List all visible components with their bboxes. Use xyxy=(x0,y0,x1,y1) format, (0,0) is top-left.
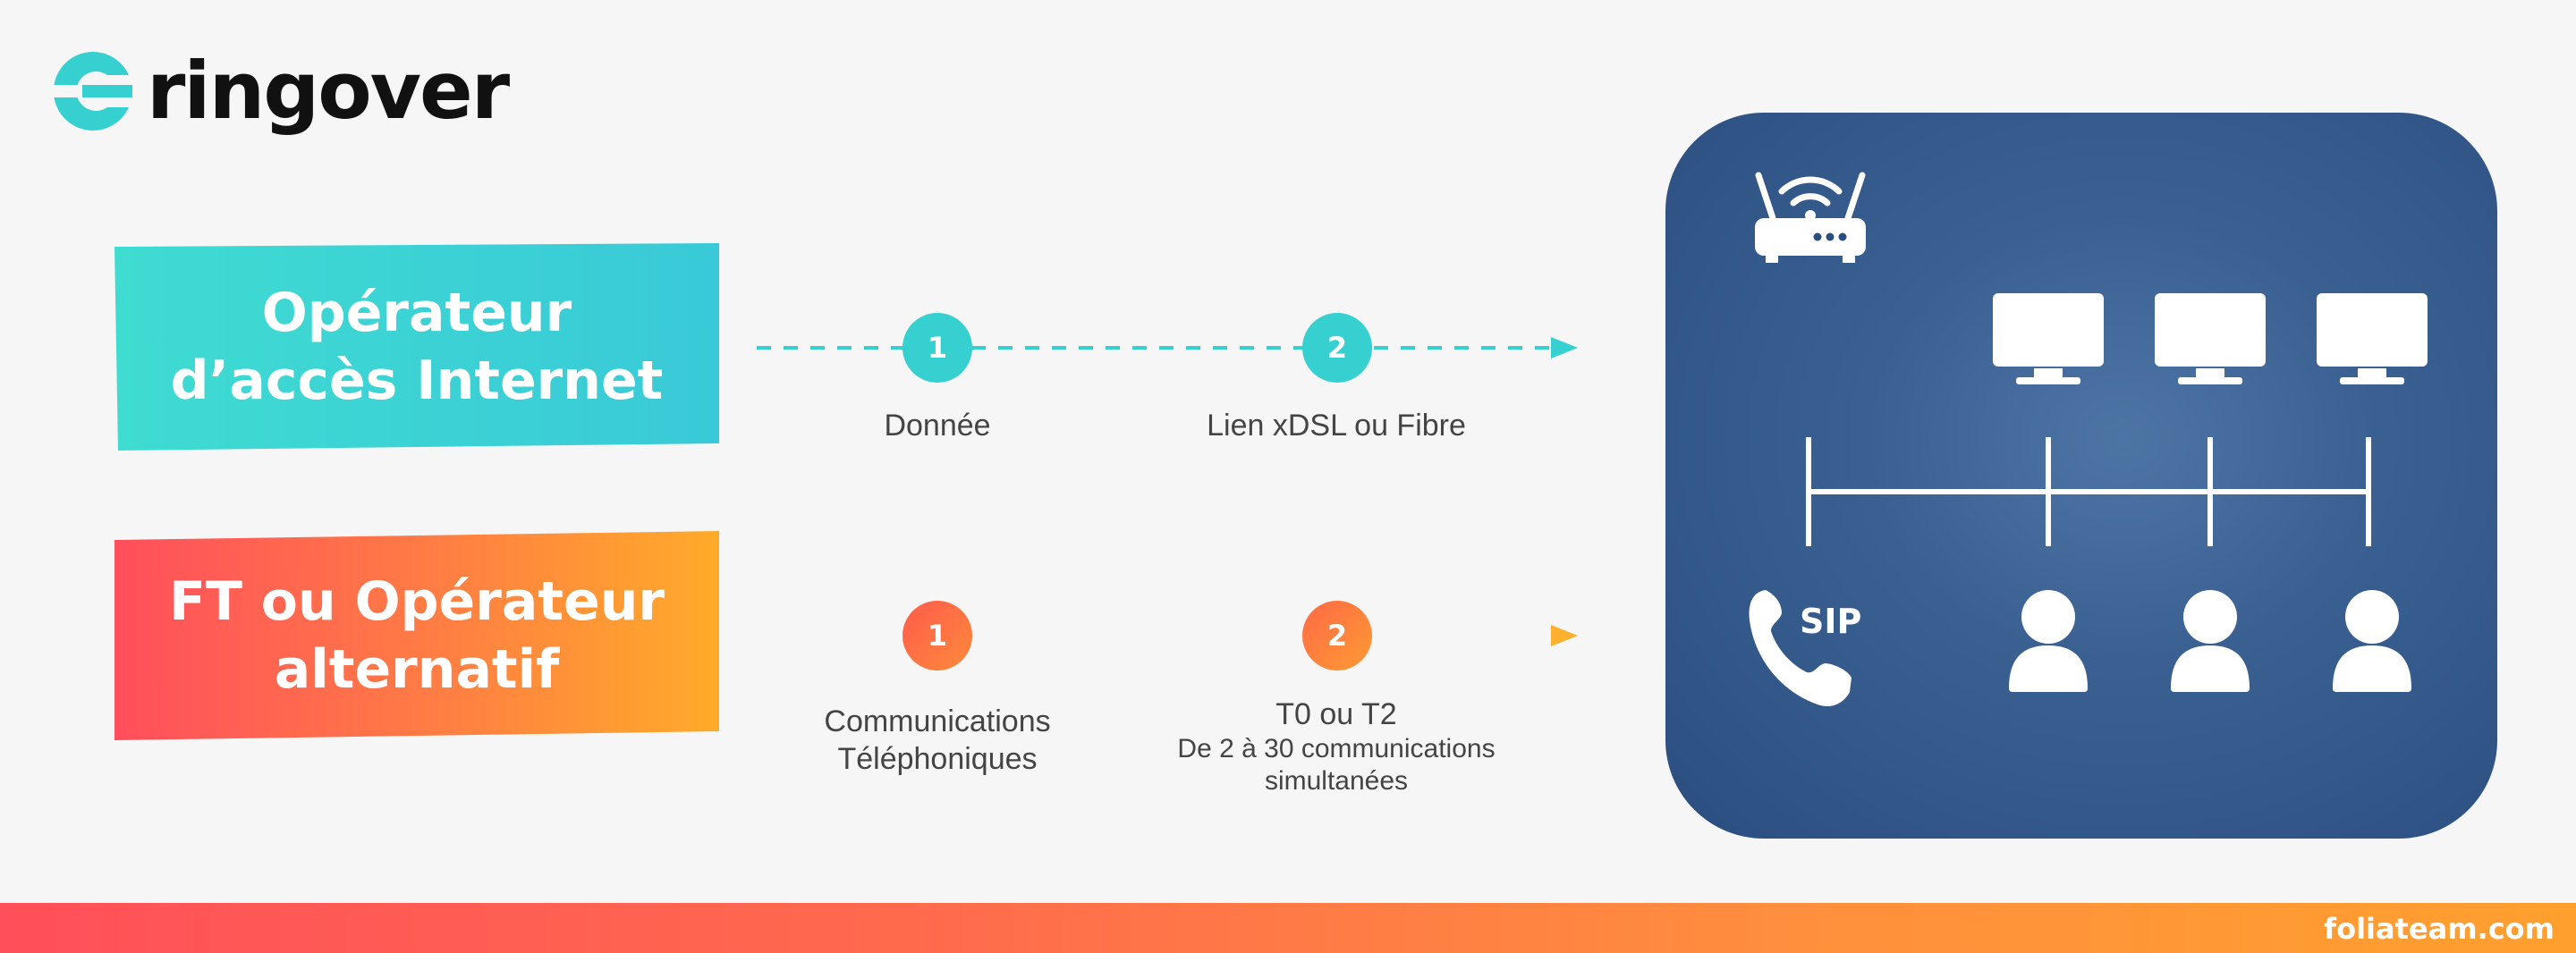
brand-name: ringover xyxy=(147,45,510,137)
phone-step-1-badge: 1 xyxy=(902,601,972,670)
phone-step-2-label-line1: T0 ou T2 xyxy=(1275,697,1397,731)
footer-band: foliateam.com xyxy=(0,903,2576,953)
phone-flow-arrowhead xyxy=(1551,625,1578,646)
internet-step-1-badge: 1 xyxy=(902,313,972,383)
phone-step-2-label-line2: De 2 à 30 communications xyxy=(1177,734,1496,763)
ring-c-icon xyxy=(43,52,132,131)
wifi-router-icon xyxy=(1755,172,1866,263)
user-icon xyxy=(2333,590,2411,692)
phone-operator-line1: FT ou Opérateur xyxy=(168,570,665,633)
network-bus xyxy=(1806,437,2371,546)
internet-operator-line1: Opérateur xyxy=(261,282,572,344)
internet-operator-box: Opérateur d’accès Internet xyxy=(114,243,719,451)
monitor-icon xyxy=(2317,293,2428,384)
internet-operator-line2: d’accès Internet xyxy=(170,350,664,412)
internet-step-2-label: Lien xDSL ou Fibre xyxy=(1207,409,1466,443)
internet-step-1-label: Donnée xyxy=(884,409,991,443)
phone-step-1-label-line1: Communications xyxy=(824,704,1051,738)
network-panel: SIP xyxy=(1665,113,2497,839)
phone-operator-box: FT ou Opérateur alternatif xyxy=(114,531,719,740)
internet-flow-arrowhead xyxy=(1551,337,1578,358)
user-icon xyxy=(2171,590,2250,692)
phone-step-2-label: T0 ou T2 De 2 à 30 communications simult… xyxy=(1177,696,1495,797)
user-icon xyxy=(2009,590,2088,692)
phone-step-1-label-line2: Téléphoniques xyxy=(837,742,1038,776)
footer-credit: foliateam.com xyxy=(2324,912,2555,946)
monitor-icon xyxy=(1993,293,2104,384)
phone-step-2-label-line3: simultanées xyxy=(1264,766,1409,796)
monitor-icon xyxy=(2155,293,2266,384)
sip-phone-icon: SIP xyxy=(1749,590,1861,707)
sip-label: SIP xyxy=(1800,602,1861,641)
phone-operator-line2: alternatif xyxy=(274,638,560,701)
phone-step-1-label: Communications Téléphoniques xyxy=(824,703,1050,778)
phone-step-2-badge: 2 xyxy=(1302,601,1372,670)
internet-step-2-badge: 2 xyxy=(1302,313,1372,383)
